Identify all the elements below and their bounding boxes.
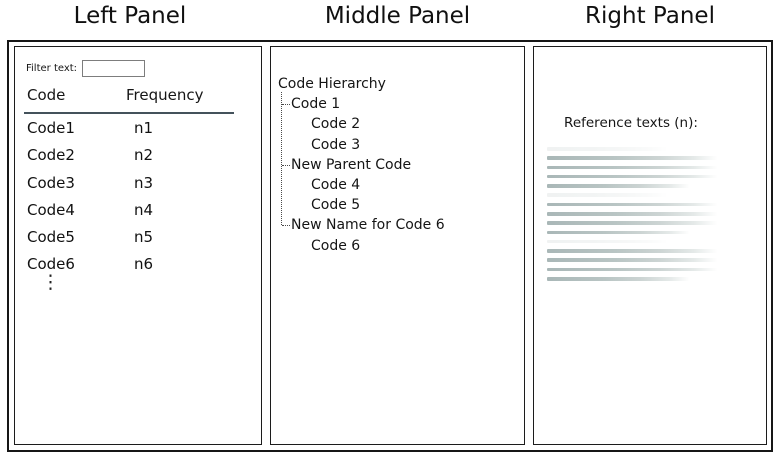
placeholder-text-line	[547, 230, 691, 235]
placeholder-paragraph	[547, 193, 719, 235]
table-row[interactable]: Code2 n2	[27, 146, 247, 173]
placeholder-text-line	[547, 147, 669, 151]
header-divider	[24, 112, 234, 114]
placeholder-text-line	[547, 184, 691, 188]
placeholder-paragraph	[547, 239, 719, 281]
middle-panel: Code Hierarchy Code 1 Code 2 Code 3 New …	[270, 46, 525, 445]
reference-text-placeholder	[547, 147, 719, 286]
code-cell: Code3	[27, 173, 75, 192]
right-panel: Reference texts (n):	[533, 46, 767, 445]
tree-item[interactable]: New Parent Code	[282, 155, 518, 175]
filter-label: Filter text:	[26, 63, 78, 74]
tree-body: Code 1 Code 2 Code 3 New Parent Code Cod…	[278, 92, 518, 256]
placeholder-text-line	[547, 193, 669, 197]
left-panel-title: Left Panel	[73, 3, 187, 29]
tree-item[interactable]: Code 2	[311, 116, 361, 133]
placeholder-text-line	[547, 267, 719, 272]
placeholder-text-line	[547, 276, 691, 281]
placeholder-text-line	[547, 211, 719, 216]
filter-input[interactable]	[82, 60, 146, 77]
tree-item[interactable]: Code 3	[311, 136, 361, 153]
tree-item[interactable]: Code 1	[282, 94, 518, 114]
code-cell: Code4	[27, 200, 75, 219]
right-panel-title: Right Panel	[585, 3, 715, 29]
placeholder-text-line	[547, 174, 719, 179]
table-row[interactable]: Code5 n5	[27, 228, 247, 255]
placeholder-text-line	[547, 249, 719, 253]
code-table: Code1 n1 Code2 n2 Code3 n3 Code4 n4 Code…	[27, 119, 247, 283]
tree-branch-line	[281, 92, 282, 226]
frequency-cell: n6	[134, 255, 154, 274]
code-cell: Code5	[27, 228, 75, 247]
tree-item[interactable]: Code 6	[311, 237, 361, 254]
placeholder-text-line	[547, 258, 719, 262]
table-row[interactable]: Code1 n1	[27, 119, 247, 146]
frequency-cell: n5	[134, 228, 154, 247]
filter-row: Filter text:	[26, 60, 146, 77]
table-row[interactable]: Code4 n4	[27, 201, 247, 228]
tree-root[interactable]: Code Hierarchy	[278, 76, 386, 92]
frequency-cell: n3	[134, 173, 154, 192]
frequency-cell: n4	[134, 200, 154, 219]
more-rows-ellipsis: ⋮	[41, 271, 60, 293]
code-cell: Code6	[27, 255, 75, 274]
frequency-cell: n1	[134, 119, 154, 137]
middle-panel-title: Middle Panel	[324, 3, 471, 29]
table-row[interactable]: Code6 n6	[27, 255, 247, 282]
placeholder-text-line	[547, 202, 719, 207]
left-panel: Filter text: Code Frequency Code1 n1 Cod…	[14, 46, 262, 445]
code-table-header: Code Frequency	[27, 86, 204, 104]
code-column-header: Code	[27, 86, 66, 104]
reference-texts-heading: Reference texts (n):	[564, 115, 698, 131]
placeholder-text-line	[547, 156, 719, 160]
table-row[interactable]: Code3 n3	[27, 174, 247, 201]
placeholder-text-line	[547, 239, 669, 244]
tree-item[interactable]: New Name for Code 6	[282, 215, 518, 235]
frequency-column-header: Frequency	[126, 86, 204, 104]
code-cell: Code1	[27, 119, 75, 137]
code-hierarchy-tree: Code Hierarchy Code 1 Code 2 Code 3 New …	[278, 74, 518, 256]
placeholder-text-line	[547, 165, 719, 170]
code-cell: Code2	[27, 146, 75, 165]
frequency-cell: n2	[134, 146, 154, 165]
tree-item[interactable]: Code 5	[311, 197, 361, 214]
tree-item[interactable]: Code 4	[311, 177, 361, 194]
placeholder-text-line	[547, 221, 719, 225]
placeholder-paragraph	[547, 147, 719, 188]
